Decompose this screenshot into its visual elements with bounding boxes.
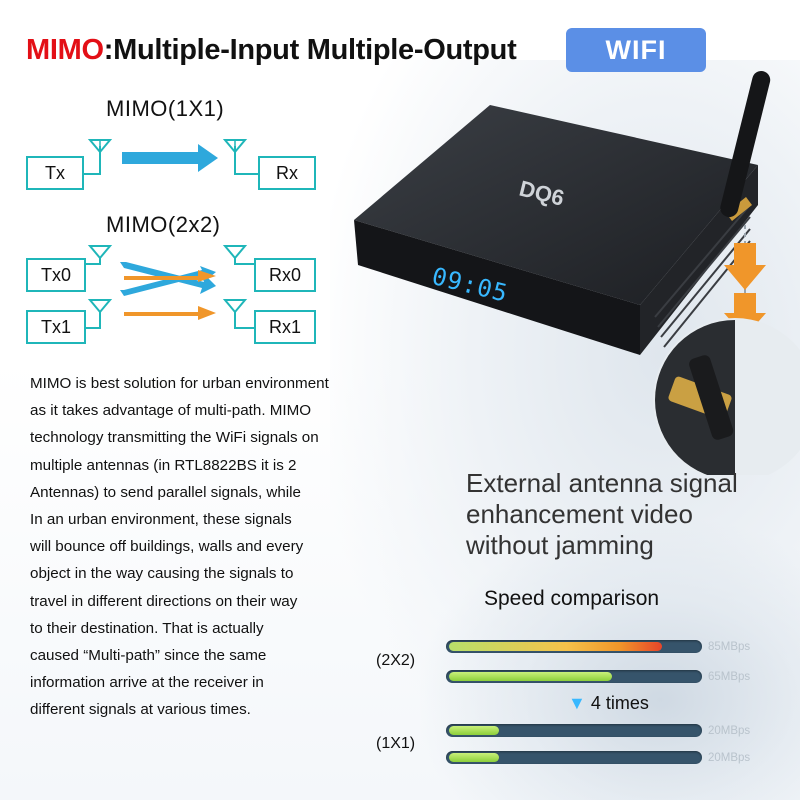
signal-arrow-orange [124, 270, 216, 282]
description-line: different signals at various times. [30, 701, 251, 719]
tx-node: Tx [26, 156, 84, 190]
speed-bar-track [446, 640, 702, 653]
mimo-1x1-diagram [82, 139, 260, 175]
antenna-icon [222, 245, 248, 260]
antenna-icon [87, 245, 113, 260]
external-antenna-line: without jamming [466, 530, 654, 560]
title-highlight: MIMO [26, 34, 104, 66]
speed-comparison-title: Speed comparison [484, 587, 660, 610]
description-line: to their destination. That is actually [30, 619, 264, 637]
antenna-icon [222, 299, 248, 314]
external-antenna-line: enhancement video [466, 499, 693, 529]
antenna-icon [87, 299, 113, 314]
tv-box-illustration: DQ6 [354, 70, 800, 475]
multiplier-label: 4 times [590, 693, 649, 713]
description-line: MIMO is best solution for urban environm… [30, 375, 329, 392]
tx0-node: Tx0 [26, 258, 86, 292]
speed-value-label: 85MBps [708, 641, 751, 653]
speed-bar-fill [449, 642, 662, 651]
external-antenna-text: External antenna signal enhancement vide… [466, 468, 738, 561]
box-vents [654, 204, 751, 348]
title-rest: :Multiple-Input Multiple-Output [103, 34, 517, 66]
speed-value-label: 65MBps [708, 671, 751, 683]
speed-value-label: 20MBps [708, 752, 751, 764]
group-2x2-label: (2X2) [376, 652, 416, 669]
antenna-icon [87, 139, 113, 154]
antenna-closeup [653, 318, 800, 475]
rx1-node: Rx1 [254, 310, 316, 344]
signal-arrow [122, 144, 218, 172]
box-front [354, 220, 640, 355]
arrow-down-icon: ▼ [568, 693, 591, 713]
description-line: Antennas) to send parallel signals, whil… [30, 483, 302, 501]
description-line: as it takes advantage of multi-path. MIM… [30, 402, 312, 420]
arrow-down-icon [724, 225, 766, 337]
mimo-2x2-label: MIMO(2x2) [106, 212, 221, 237]
mimo-description: MIMO is best solution for urban environm… [30, 370, 390, 724]
description-line: travel in different directions on their … [30, 592, 298, 610]
speed-bar-track [446, 724, 702, 737]
mimo-1x1-label: MIMO(1X1) [106, 96, 225, 121]
speed-bar-track [446, 751, 702, 764]
description-line: will bounce off buildings, walls and eve… [30, 538, 304, 556]
description-line: information arrive at the receiver in [30, 674, 264, 692]
signal-arrow-cross-up [120, 266, 216, 296]
description-line: object in the way causing the signals to [30, 565, 294, 583]
description-line: multiple antennas (in RTL8822BS it is 2 [30, 456, 297, 474]
description-line: caused “Multi-path” since the same [30, 647, 267, 665]
tx1-node: Tx1 [26, 310, 86, 344]
speed-value-label: 20MBps [708, 725, 751, 737]
box-top [354, 105, 758, 305]
antenna [720, 70, 771, 221]
description-line: technology transmitting the WiFi signals… [30, 429, 319, 447]
speed-bar-track [446, 670, 702, 683]
rx0-node: Rx0 [254, 258, 316, 292]
signal-arrow-orange [124, 306, 216, 320]
multiplier-text: ▼ 4 times [568, 693, 649, 714]
external-antenna-line: External antenna signal [466, 468, 738, 498]
page-title: MIMO:Multiple-Input Multiple-Output [26, 34, 517, 67]
rx-connector [234, 146, 260, 175]
antenna-icon [222, 139, 248, 154]
rx-node: Rx [258, 156, 316, 190]
description-line: In an urban environment, these signals [30, 511, 292, 529]
speed-bar-fill [449, 753, 499, 762]
tx-connector [82, 146, 101, 175]
group-1x1-label: (1X1) [376, 735, 416, 752]
speed-bar-fill [449, 672, 612, 681]
speed-bar-fill [449, 726, 499, 735]
wifi-badge: WIFI [566, 28, 706, 72]
